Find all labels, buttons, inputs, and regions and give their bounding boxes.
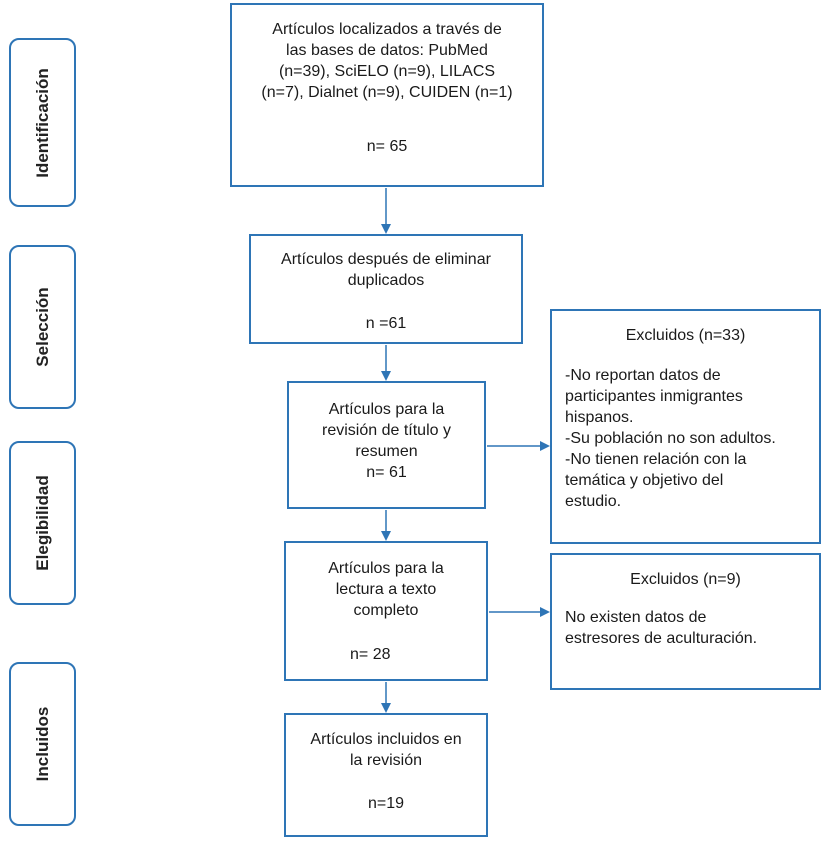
box-full-text-line: lectura a texto [335, 581, 437, 598]
stage-incluidos: Incluidos [9, 662, 76, 826]
box-title-abstract: Artículos para la revisión de título y r… [287, 381, 486, 509]
box-included: Artículos incluidos en la revisión n=19 [284, 713, 488, 837]
box-after-duplicates-count: n =61 [365, 315, 407, 332]
box-excluded-1-line: hispanos. [565, 409, 634, 426]
box-after-duplicates-line: duplicados [347, 272, 425, 289]
box-full-text-line: Artículos para la [328, 560, 444, 577]
box-excluded-2-title: Excluidos (n=9) [630, 571, 741, 588]
box-excluded-1-line: -No tienen relación con la [565, 451, 747, 468]
stage-identificacion: Identificación [9, 38, 76, 207]
box-title-abstract-line: revisión de título y [322, 422, 451, 439]
box-excluded-1-line: temática y objetivo del [565, 472, 724, 489]
box-full-text-count: n= 28 [350, 646, 391, 663]
box-included-count: n=19 [367, 795, 405, 812]
box-after-duplicates: Artículos después de eliminar duplicados… [249, 234, 523, 344]
box-excluded-1-line: -No reportan datos de [565, 367, 721, 384]
box-after-duplicates-line: Artículos después de eliminar [281, 251, 491, 268]
box-excluded-1-line: estudio. [565, 493, 622, 510]
box-identified-line: (n=7), Dialnet (n=9), CUIDEN (n=1) [261, 84, 513, 101]
box-excluded-2-line: estresores de aculturación. [565, 630, 758, 647]
box-excluded-2: Excluidos (n=9) No existen datos de estr… [550, 553, 821, 690]
box-full-text-line: completo [353, 602, 419, 619]
box-excluded-1: Excluidos (n=33) -No reportan datos de p… [550, 309, 821, 544]
box-full-text: Artículos para la lectura a texto comple… [284, 541, 488, 681]
box-title-abstract-line: resumen [355, 443, 418, 460]
box-identified-line: (n=39), SciELO (n=9), LILACS [278, 63, 496, 80]
box-title-abstract-count: n= 61 [366, 464, 407, 481]
box-identified-line: las bases de datos: PubMed [286, 42, 488, 59]
box-identified-count: n= 65 [366, 138, 408, 155]
box-excluded-1-line: participantes inmigrantes [565, 388, 743, 405]
box-excluded-1-line: -Su población no son adultos. [565, 430, 776, 447]
box-title-abstract-line: Artículos para la [328, 401, 445, 418]
box-included-line: Artículos incluidos en [310, 731, 462, 748]
stage-seleccion: Selección [9, 245, 76, 409]
box-identified: Artículos localizados a través de las ba… [230, 3, 544, 187]
box-identified-line: Artículos localizados a través de [272, 21, 502, 38]
box-excluded-1-title: Excluidos (n=33) [625, 327, 746, 344]
stage-elegibilidad: Elegibilidad [9, 441, 76, 605]
box-included-line: la revisión [349, 752, 423, 769]
box-excluded-2-line: No existen datos de [565, 609, 707, 626]
